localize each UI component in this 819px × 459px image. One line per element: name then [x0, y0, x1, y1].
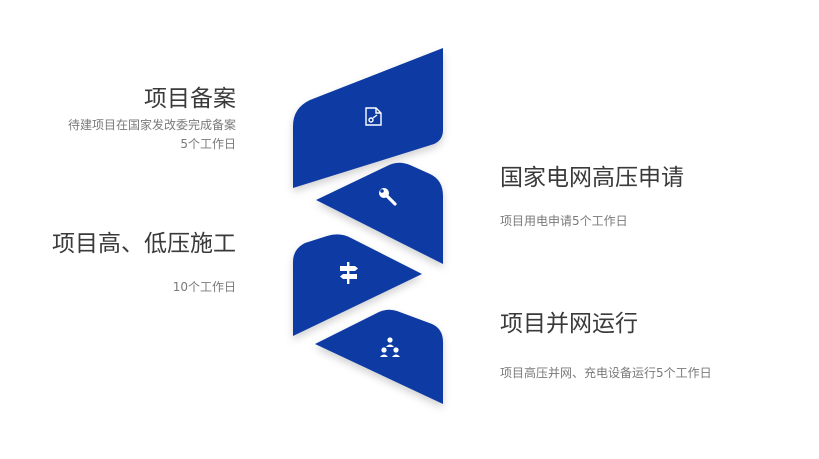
- step-2-shape: [316, 162, 443, 264]
- step-1-description-line-2: 5个工作日: [180, 136, 236, 151]
- step-4-shape: [315, 309, 443, 404]
- step-2-description: 项目用电申请5个工作日: [500, 214, 628, 228]
- step-4-title: 项目并网运行: [500, 311, 638, 337]
- step-1-title: 项目备案: [144, 86, 236, 112]
- step-3-description: 10个工作日: [172, 280, 236, 294]
- step-2-title: 国家电网高压申请: [500, 165, 684, 191]
- wrench-icon: [379, 188, 397, 206]
- team-icon: [380, 337, 400, 357]
- step-3-shape: [293, 234, 422, 336]
- step-1-shape: [293, 48, 443, 188]
- step-3-title: 项目高、低压施工: [52, 231, 236, 257]
- signpost-icon: [340, 262, 358, 284]
- step-1-description: 待建项目在国家发改委完成备案 5个工作日: [68, 116, 236, 153]
- step-1-description-line-1: 待建项目在国家发改委完成备案: [67, 118, 236, 132]
- document-icon: [365, 107, 382, 126]
- step-4-description: 项目高压并网、充电设备运行5个工作日: [500, 366, 712, 380]
